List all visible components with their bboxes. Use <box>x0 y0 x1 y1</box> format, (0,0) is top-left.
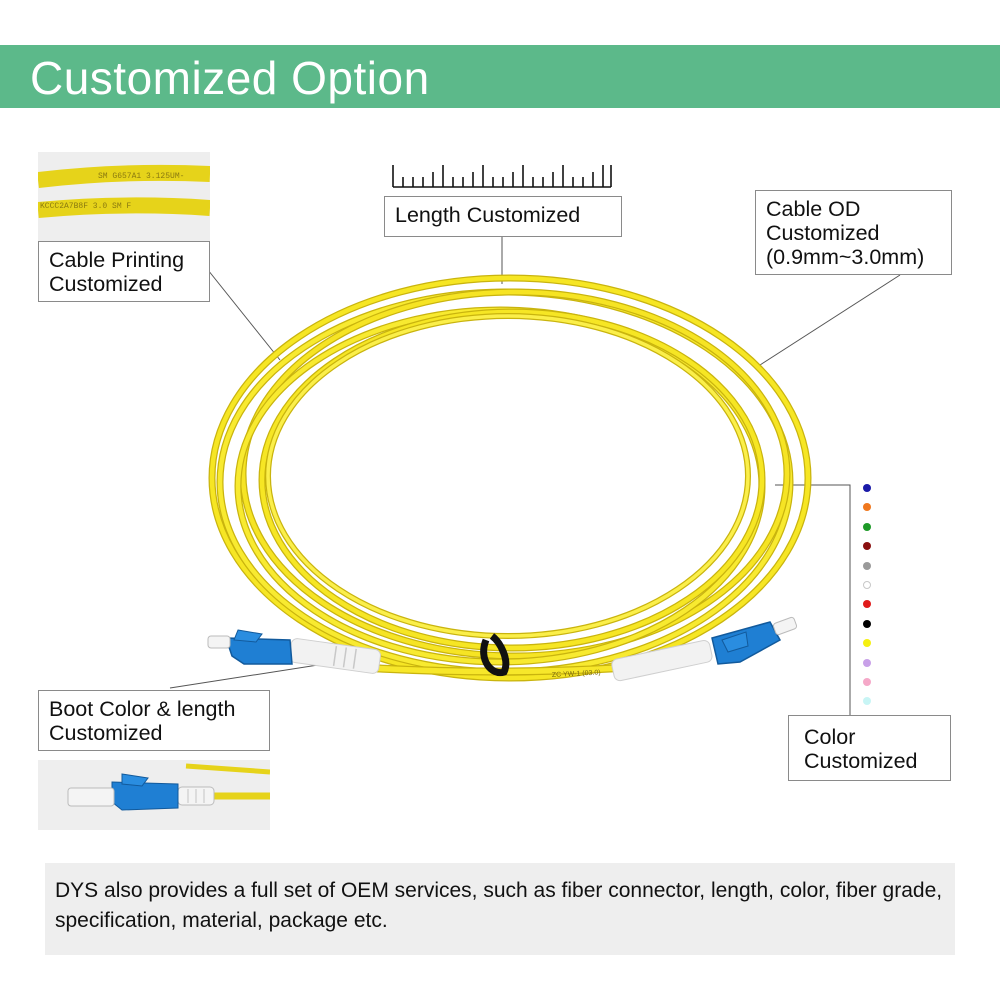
cable-printing-line-2: Customized <box>49 272 163 296</box>
color-swatch-10 <box>863 677 871 686</box>
boot-line-1: Boot Color & length <box>49 697 236 721</box>
oem-services-note: DYS also provides a full set of OEM serv… <box>45 863 955 955</box>
cable-od-callout: Cable OD Customized (0.9mm~3.0mm) <box>755 190 952 275</box>
color-swatch-5 <box>863 580 871 589</box>
cable-tie <box>480 633 510 677</box>
color-swatch-1 <box>863 503 871 512</box>
boot-thumbnail <box>38 760 270 830</box>
color-swatch-6 <box>863 600 871 609</box>
cable-printing-callout: Cable Printing Customized <box>38 241 210 302</box>
cable-od-line-3: (0.9mm~3.0mm) <box>766 245 925 269</box>
length-callout-text: Length Customized <box>395 203 581 227</box>
color-swatch-8 <box>863 639 871 648</box>
color-swatch-7 <box>863 619 871 628</box>
color-swatch-0 <box>863 484 871 492</box>
title-banner <box>0 45 1000 108</box>
boot-callout: Boot Color & length Customized <box>38 690 270 751</box>
left-lc-connector <box>207 629 381 674</box>
cable-coils <box>208 274 812 682</box>
color-swatch-11 <box>863 697 871 706</box>
color-line-1: Color <box>804 725 856 749</box>
page-title: Customized Option <box>30 52 430 104</box>
color-swatch-4 <box>863 561 871 570</box>
cable-printing-thumbnail: SM G657A1 3.125UM- KCCC2A7B8F 3.0 SM F <box>38 152 210 242</box>
cable-print-text: ZC YW-1 (03.0) <box>552 669 601 679</box>
od-leader-line <box>759 274 901 366</box>
footer-text: DYS also provides a full set of OEM serv… <box>55 879 943 932</box>
color-swatch-2 <box>863 522 871 531</box>
boot-line-2: Customized <box>49 721 163 745</box>
color-leader-line <box>775 484 851 715</box>
color-callout: Color Customized <box>788 715 951 781</box>
ruler-icon <box>392 165 612 188</box>
cable-od-line-1: Cable OD <box>766 197 861 221</box>
right-lc-connector <box>611 616 798 682</box>
cable-od-line-2: Customized <box>766 221 880 245</box>
boot-leader-line <box>169 664 319 689</box>
cable-printing-line-1: Cable Printing <box>49 248 185 272</box>
color-swatch-9 <box>863 658 871 667</box>
printing-leader-line <box>207 269 281 361</box>
length-callout: Length Customized <box>384 196 622 237</box>
print-line-1: SM G657A1 3.125UM- <box>98 172 184 181</box>
print-line-2: KCCC2A7B8F 3.0 SM F <box>40 202 131 211</box>
color-swatch-list <box>860 484 874 717</box>
color-line-2: Customized <box>804 749 918 773</box>
color-swatch-3 <box>863 542 871 551</box>
